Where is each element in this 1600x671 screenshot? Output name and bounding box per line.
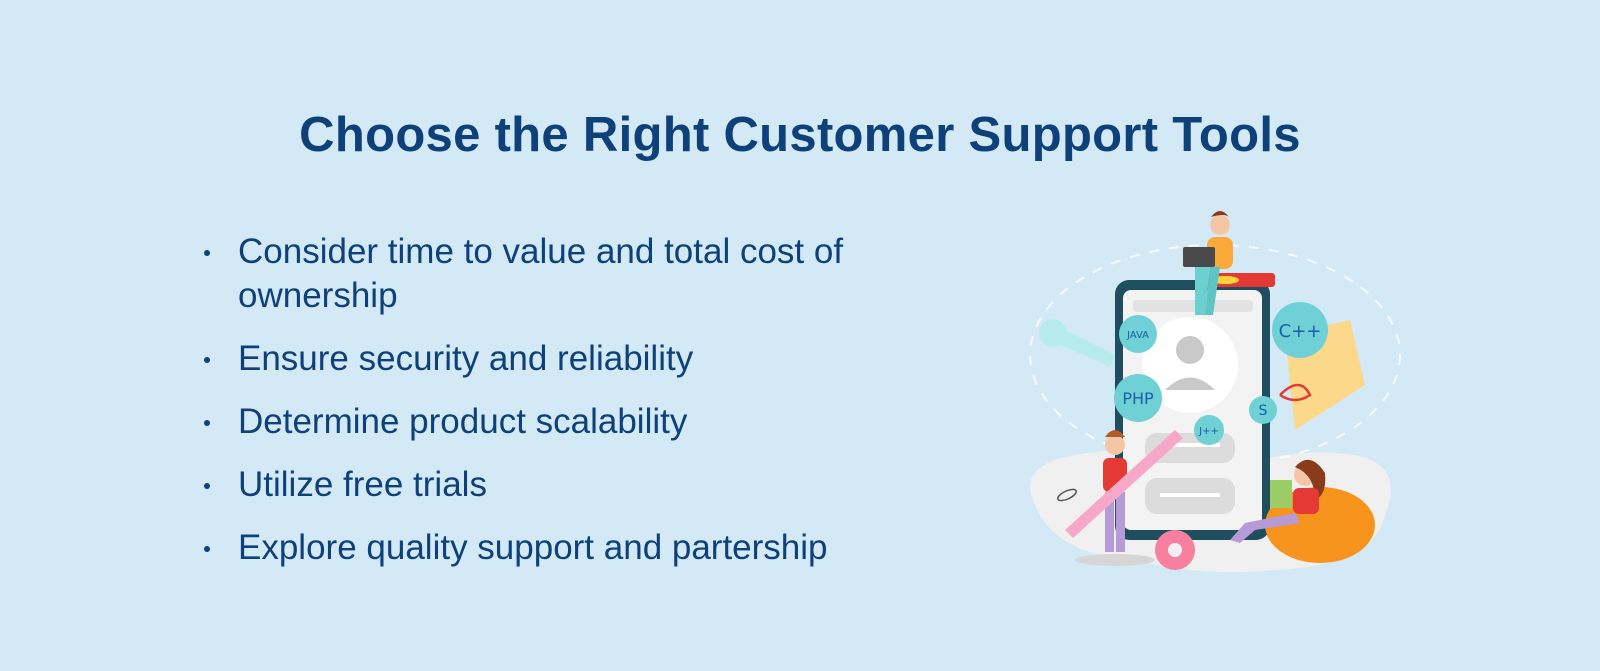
bullet-dot-icon bbox=[204, 420, 210, 426]
svg-text:J++: J++ bbox=[1198, 426, 1219, 437]
bubble-php: PHP bbox=[1114, 374, 1162, 422]
beanbag bbox=[1265, 487, 1375, 563]
pencil-icon bbox=[1065, 430, 1183, 538]
bullet-list: Consider time to value and total cost of… bbox=[200, 230, 960, 589]
bullet-item: Determine product scalability bbox=[200, 400, 960, 444]
bullet-item: Consider time to value and total cost of… bbox=[200, 230, 960, 318]
bullet-dot-icon bbox=[204, 483, 210, 489]
bubble-cplusplus: C++ bbox=[1272, 302, 1328, 358]
bullet-dot-icon bbox=[204, 357, 210, 363]
svg-text:PHP: PHP bbox=[1122, 389, 1154, 408]
person-top-head bbox=[1210, 215, 1230, 235]
bullet-dot-icon bbox=[204, 250, 210, 256]
developers-phone-illustration: JAVA C++ PHP S J++ bbox=[1029, 211, 1401, 573]
svg-text:S: S bbox=[1259, 403, 1268, 419]
paperclip-icon bbox=[1057, 488, 1077, 502]
bullet-text: Consider time to value and total cost of… bbox=[238, 232, 844, 315]
bullet-text: Ensure security and reliability bbox=[238, 339, 694, 378]
person-left-head bbox=[1105, 435, 1125, 455]
bullet-item: Ensure security and reliability bbox=[200, 337, 960, 381]
bubble-s: S bbox=[1249, 396, 1277, 424]
bullet-text: Determine product scalability bbox=[238, 402, 688, 441]
bullet-item: Explore quality support and partership bbox=[200, 526, 960, 570]
laptop-icon bbox=[1183, 247, 1215, 267]
svg-text:C++: C++ bbox=[1279, 321, 1322, 342]
bullet-dot-icon bbox=[204, 546, 210, 552]
page-title: Choose the Right Customer Support Tools bbox=[299, 107, 1301, 162]
bubble-java: JAVA bbox=[1119, 315, 1157, 353]
bubble-jplusplus: J++ bbox=[1194, 415, 1224, 445]
bullet-text: Explore quality support and partership bbox=[238, 528, 828, 567]
bullet-text: Utilize free trials bbox=[238, 465, 487, 504]
book-open-icon bbox=[1270, 480, 1292, 508]
bullet-item: Utilize free trials bbox=[200, 463, 960, 507]
svg-text:JAVA: JAVA bbox=[1126, 330, 1149, 341]
